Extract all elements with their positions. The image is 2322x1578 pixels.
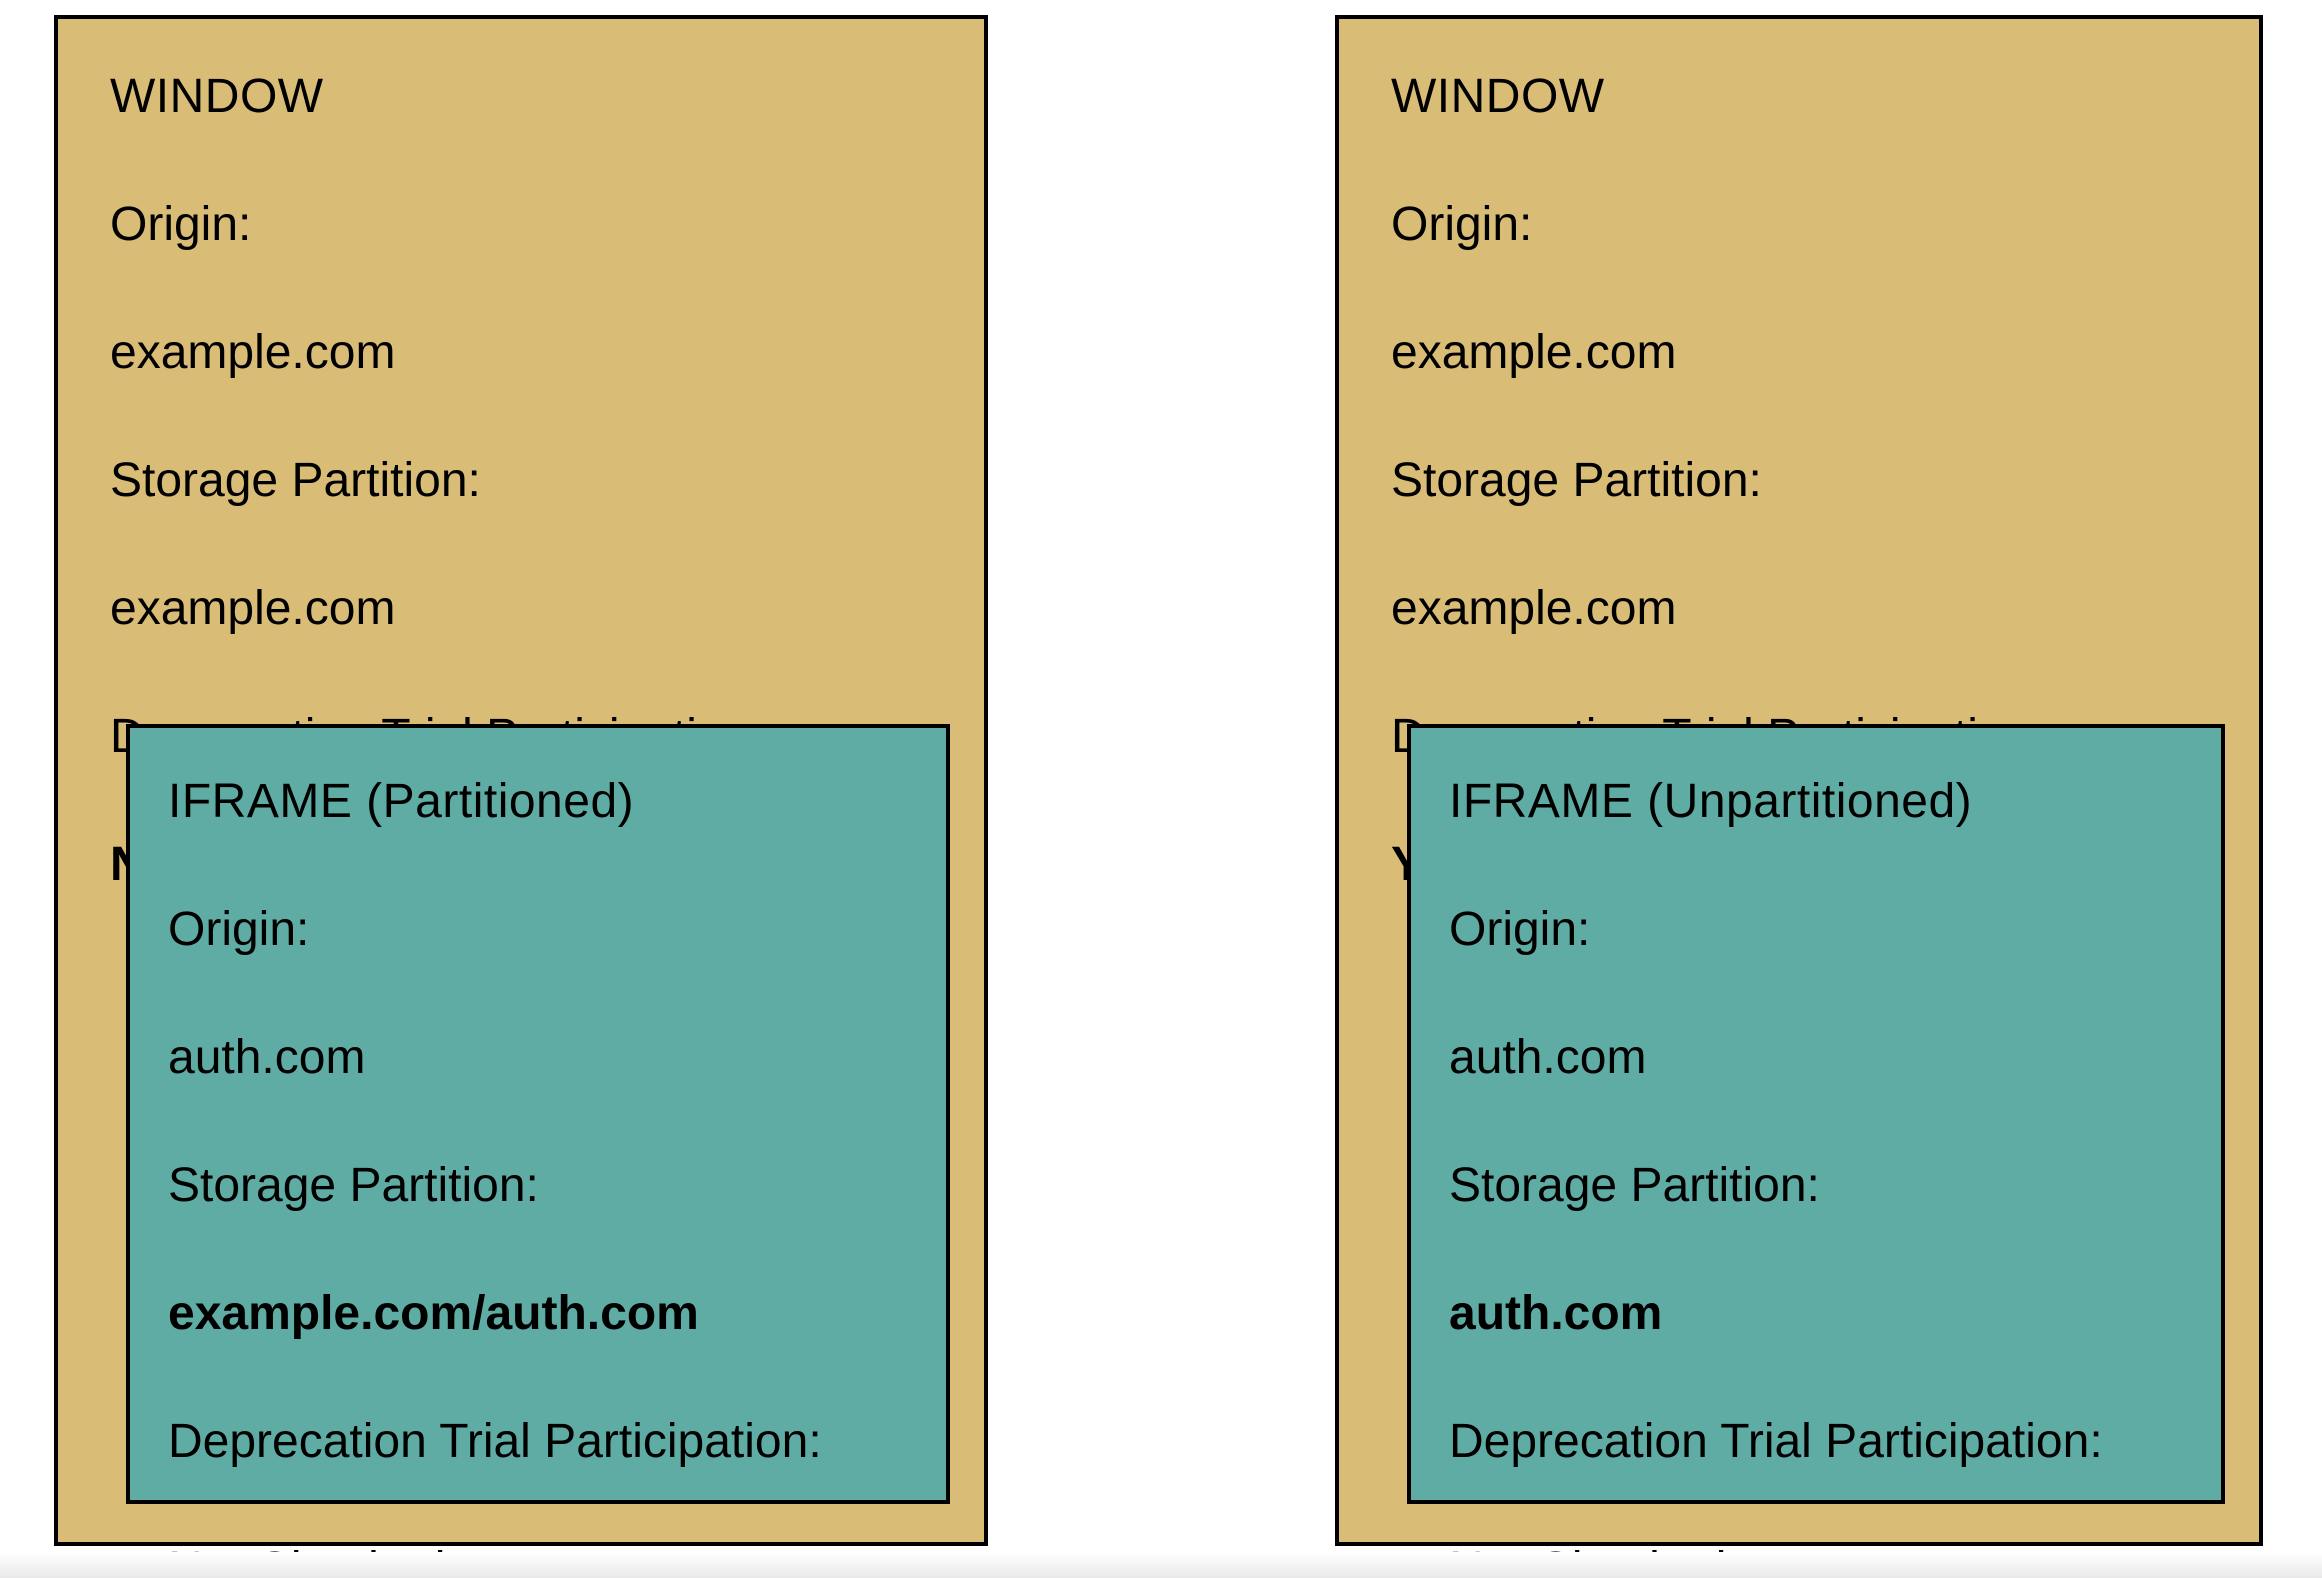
origin-value: auth.com — [1449, 1031, 1647, 1084]
trial-label: Deprecation Trial Participation: — [168, 1415, 822, 1468]
origin-label: Origin: — [168, 903, 310, 956]
iframe-title: IFRAME (Partitioned) — [168, 775, 635, 828]
storage-partition-value: example.com/auth.com — [168, 1287, 699, 1340]
window-origin: Origin: example.com — [1391, 193, 2209, 385]
storage-partition-label: Storage Partition: — [110, 454, 481, 507]
storage-partition-label: Storage Partition: — [1391, 454, 1762, 507]
window-title: WINDOW — [110, 70, 324, 123]
window-storage-partition: Storage Partition: example.com — [110, 449, 934, 641]
window-origin: Origin: example.com — [110, 193, 934, 385]
window-box-partitioned: WINDOW Origin: example.com Storage Parti… — [54, 15, 988, 1578]
origin-label: Origin: — [110, 198, 252, 251]
origin-value: example.com — [110, 326, 396, 379]
window-title: WINDOW — [1391, 70, 1605, 123]
storage-partition-value: example.com — [1391, 582, 1677, 635]
storage-partition-label: Storage Partition: — [168, 1159, 539, 1212]
trial-label: Deprecation Trial Participation: — [1449, 1415, 2103, 1468]
storage-partition-value: auth.com — [1449, 1287, 1663, 1340]
iframe-storage-partition: Storage Partition: example.com/auth.com — [168, 1154, 910, 1346]
iframe-box-unpartitioned: IFRAME (Unpartitioned) Origin: auth.com … — [1407, 724, 2225, 1578]
iframe-origin: Origin: auth.com — [168, 898, 910, 1090]
iframe-box-partitioned: IFRAME (Partitioned) Origin: auth.com St… — [126, 724, 950, 1578]
iframe-origin: Origin: auth.com — [1449, 898, 2185, 1090]
iframe-title: IFRAME (Unpartitioned) — [1449, 775, 1973, 828]
window-storage-partition: Storage Partition: example.com — [1391, 449, 2209, 641]
origin-value: auth.com — [168, 1031, 366, 1084]
origin-value: example.com — [1391, 326, 1677, 379]
iframe-storage-partition: Storage Partition: auth.com — [1449, 1154, 2185, 1346]
window-box-unpartitioned: WINDOW Origin: example.com Storage Parti… — [1335, 15, 2263, 1578]
origin-label: Origin: — [1391, 198, 1533, 251]
origin-label: Origin: — [1449, 903, 1591, 956]
storage-partition-value: example.com — [110, 582, 396, 635]
page-bottom-shadow — [0, 1552, 2322, 1578]
storage-partition-label: Storage Partition: — [1449, 1159, 1820, 1212]
